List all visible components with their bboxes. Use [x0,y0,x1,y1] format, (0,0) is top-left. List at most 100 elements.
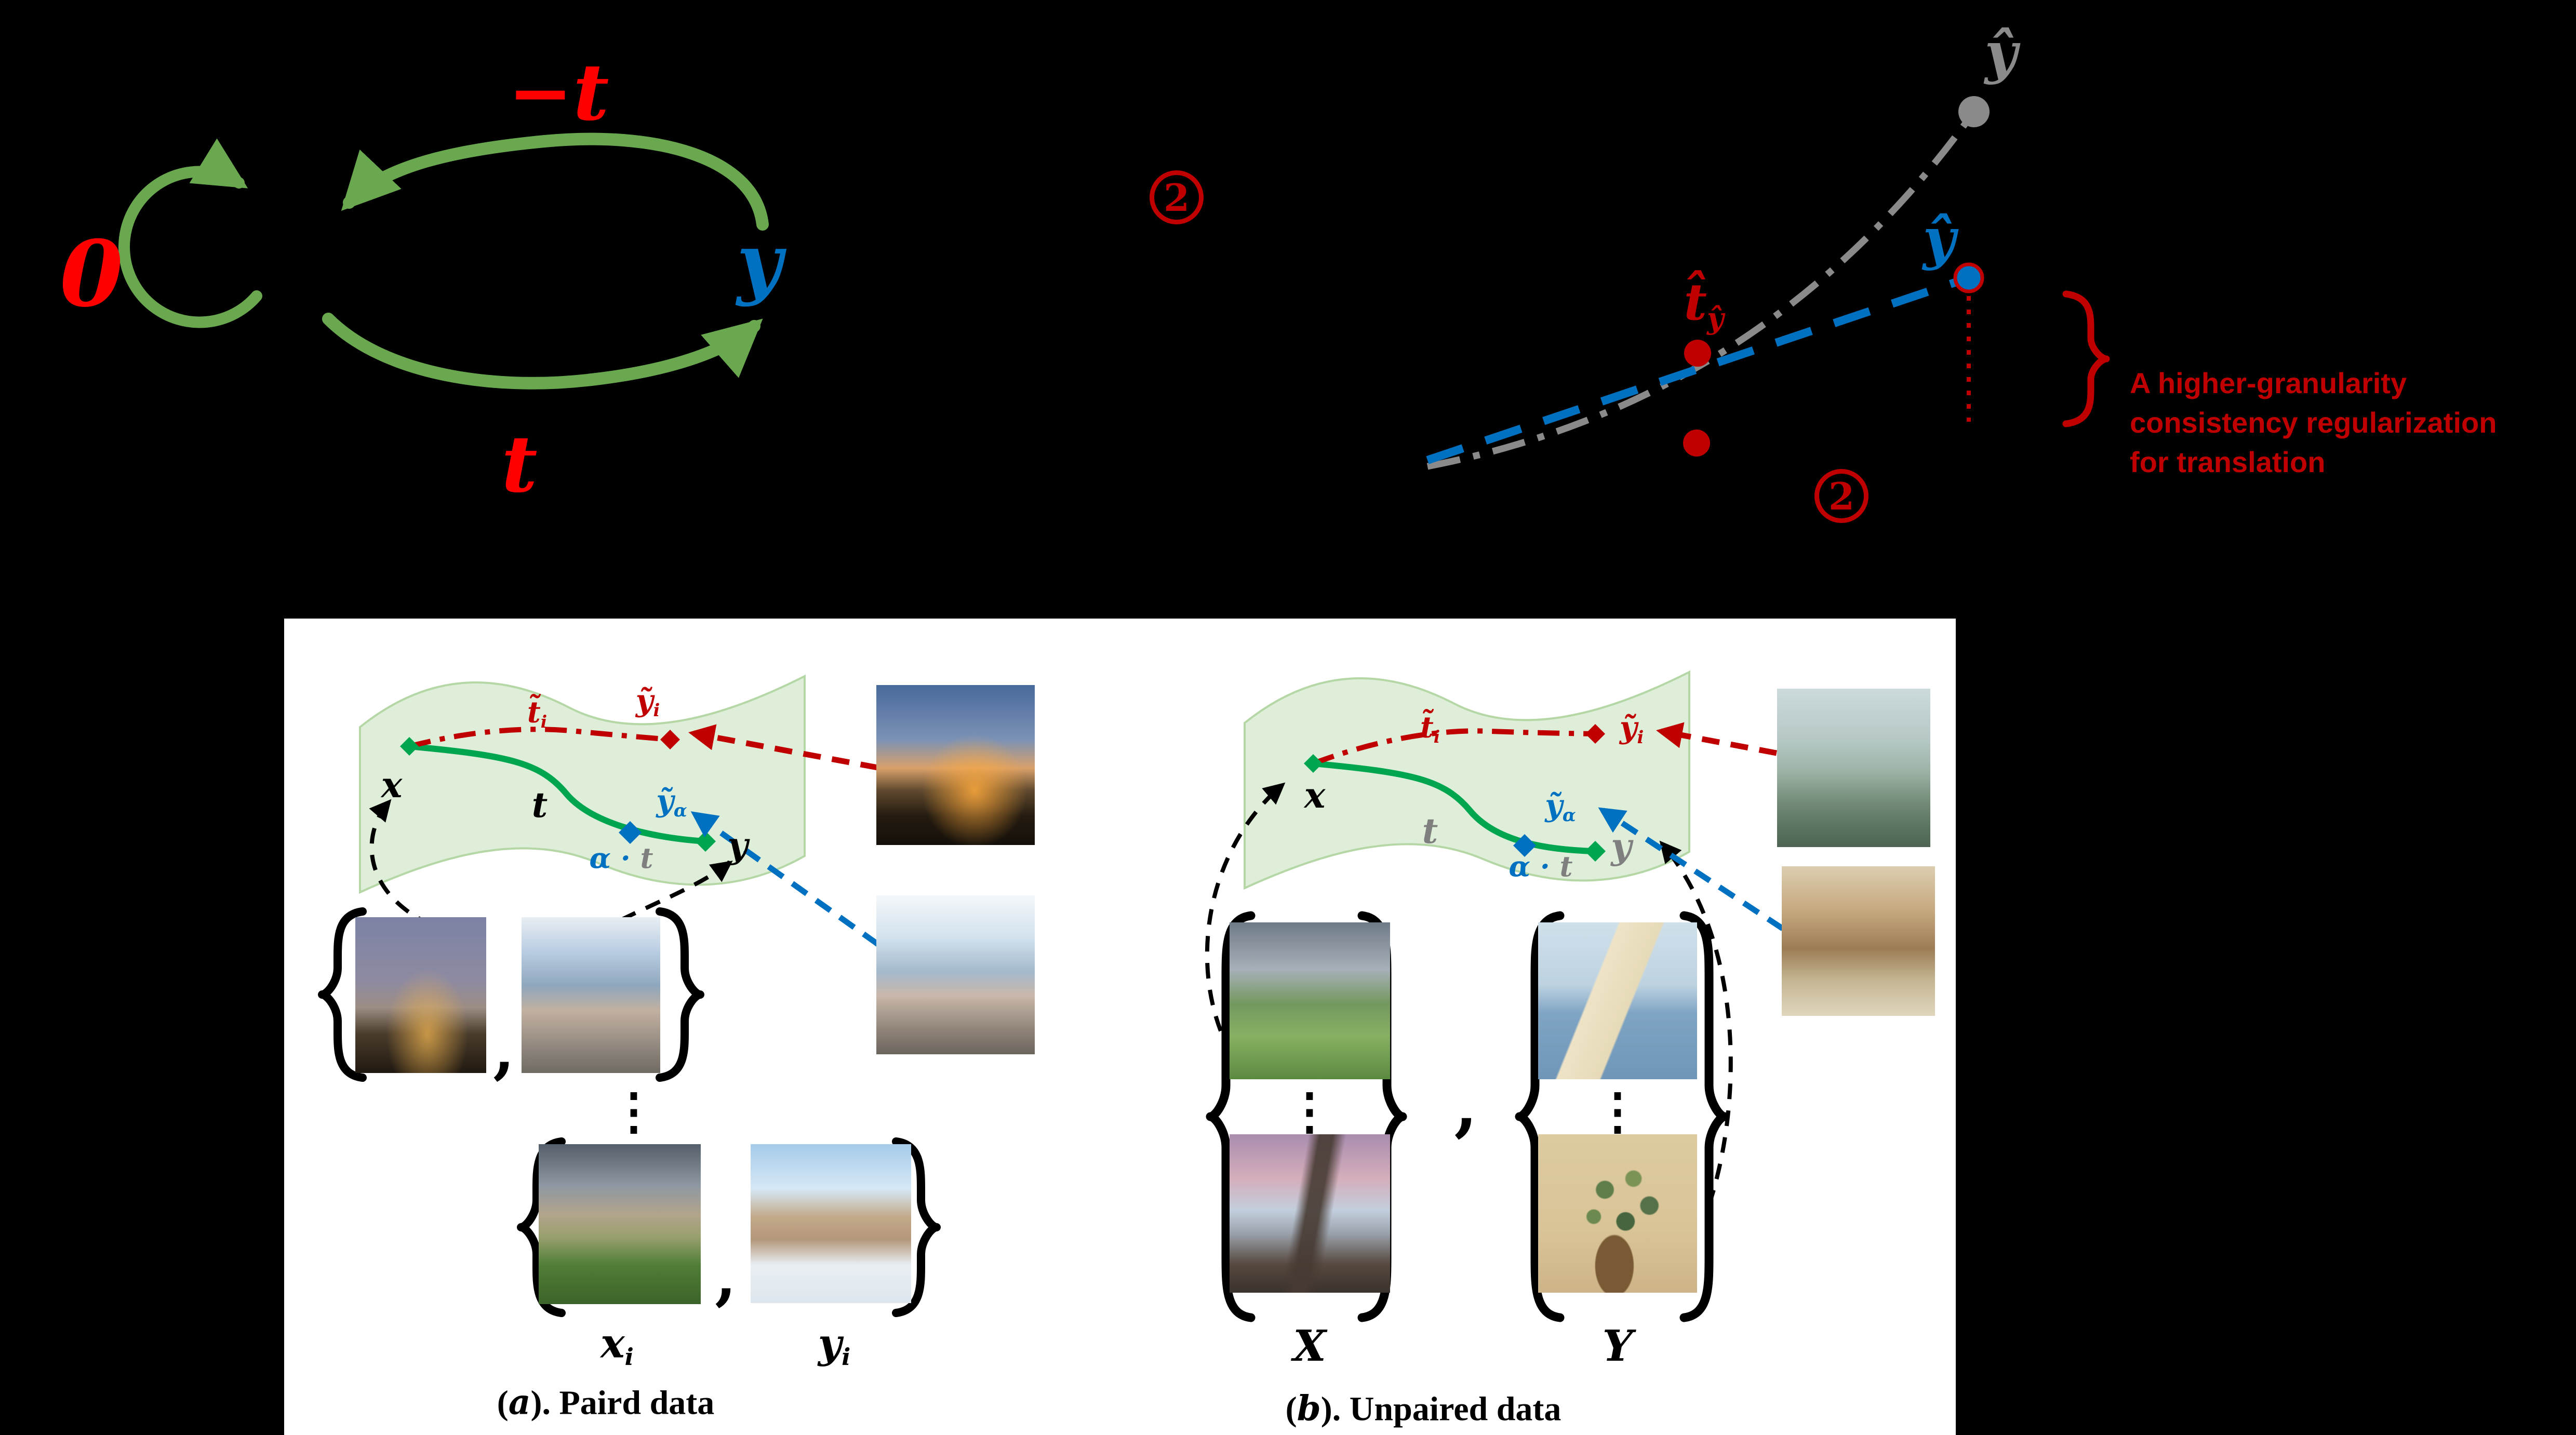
photo-pair1-day [522,917,660,1073]
photo-pair1-night [355,917,486,1073]
left-brace-pair1 [318,907,367,1082]
a-label-y-alpha: ỹα [656,785,687,819]
a-pair1-comma: , [493,1013,515,1087]
green-geodesic-b [1313,760,1596,854]
b-y-alpha-base: ỹ [1545,787,1563,823]
b-caption-letter: b [1297,1388,1321,1429]
b-label-t-tilde-i: t̃i [1420,713,1440,746]
step-two-right-digit: 2 [1828,474,1855,518]
b-label-X: X [1293,1321,1326,1371]
a-label-y: y [727,825,748,866]
photo-campus-summer [539,1144,701,1304]
painting-sailboat [1538,922,1697,1079]
y-i-point-b [1585,724,1605,744]
a-yi-base: y [818,1320,842,1367]
a-label-alpha-t: α · t [590,844,653,872]
annotation-consistency-regularization: A higher-granularity consistency regular… [2130,364,2497,482]
b-label-y-tilde-i: ỹi [1620,712,1644,746]
photo-night-cityscape-a [876,685,1035,845]
label-minus-t: −t [508,47,609,138]
b-y-tilde-subscript: i [1637,727,1644,748]
a-y-alpha-base: ỹ [656,783,674,819]
blue-endpoint-dot [1953,262,1984,293]
step-two-badge-left: 2 [1150,170,1204,224]
y-i-point-a [660,730,680,749]
y-point-b [1585,841,1606,862]
bottom-arc-t-arrow [322,313,763,390]
a-label-t: t [531,785,548,825]
a-vertical-dots: ⋮ [609,1082,659,1141]
annotation-line-2: consistency regularization [2130,406,2497,439]
b-vertical-dots-X: ⋮ [1285,1082,1334,1141]
b-y-alpha-subscript: α [1562,804,1576,826]
painting-monet-landscape [1777,689,1930,847]
a-yi-subscript: i [842,1343,851,1371]
a-t-tilde-subscript: i [540,712,548,732]
annotation-line-1: A higher-granularity [2130,367,2407,399]
y-alpha-point-a [619,821,642,844]
photo-campus-winter [751,1144,911,1303]
a-label-y-i: yi [818,1323,851,1371]
arrow-painting-to-yalpha-b [1598,807,1785,931]
arrow-set-to-y-b [1659,840,1733,1206]
a-y-tilde-subscript: i [653,700,660,721]
left-brace-Y [1515,911,1565,1322]
gray-endpoint-dot [1958,96,1990,127]
b-label-y: y [1611,826,1632,867]
b-vertical-dots-Y: ⋮ [1593,1082,1643,1141]
red-timestep-dot [1684,340,1711,367]
caption-paired-data: (a). Paird data [497,1382,715,1423]
a-caption-text: ). Paird data [530,1384,715,1422]
green-geodesic-a [409,743,706,844]
b-t-tilde-base: t̃ [1420,710,1434,745]
a-xi-base: x [600,1320,625,1367]
arrow-photo-to-yi-a [688,724,879,771]
t-hat-subscript: ŷ [1706,302,1724,336]
self-loop-arrow [118,138,262,328]
right-brace-pair1 [656,907,704,1082]
left-brace-X [1206,911,1256,1322]
a-alpha-dot: α · [589,841,631,875]
a-alpha-t: t [640,841,653,875]
b-sets-comma: , [1454,1065,1478,1145]
left-brace-pair2 [517,1137,566,1317]
b-y-tilde-base: ỹ [1619,709,1637,745]
blue-trajectory-dashed [1426,274,1970,464]
b-label-x: x [1304,775,1326,816]
trajectory-plot [1426,96,2110,470]
annotation-line-3: for translation [2130,446,2326,478]
red-timestep-path-a [408,727,671,749]
right-brace-Y [1679,911,1729,1322]
a-label-x-i: xi [600,1323,634,1369]
step-two-badge-right: 2 [1814,469,1868,523]
a-y-alpha-subscript: α [673,800,687,821]
painting-tan-watercolor [1782,866,1935,1016]
photo-bridge-dusk [1230,1134,1390,1293]
b-alpha-dot: α · [1509,850,1550,883]
arrow-painting-to-yi-b [1656,722,1778,756]
manifold-b-surface [1244,670,1690,890]
manifold-a [318,674,941,1317]
cycle-diagram-arrows [118,132,769,390]
top-arc-minus-t-arrow [341,132,769,231]
t-hat-base: t̂ [1684,272,1707,331]
b-label-Y: Y [1602,1321,1633,1371]
gray-trajectory-dashdot [1426,110,1977,470]
arrow-photo-to-yalpha-a [690,811,880,947]
right-brace-pair2 [892,1137,941,1317]
photo-day-cityscape-a [876,895,1035,1054]
label-zero: 0 [60,221,123,328]
label-y-hat-blue: ŷ [1923,206,1956,272]
y-alpha-point-b [1513,834,1536,857]
b-caption-paren: ( [1285,1390,1297,1428]
painting-flower-stilllife [1538,1134,1697,1293]
b-t-tilde-subscript: i [1433,727,1440,747]
arrow-set-to-x-b [1205,782,1286,1032]
label-y-hat-gray: ŷ [1984,20,2018,86]
b-alpha-t: t [1559,850,1573,883]
b-label-t: t [1422,811,1438,851]
a-label-y-tilde-i: ỹi [636,685,660,719]
photo-mountain-landscape [1230,922,1390,1079]
a-t-tilde-base: t̃ [527,695,541,730]
